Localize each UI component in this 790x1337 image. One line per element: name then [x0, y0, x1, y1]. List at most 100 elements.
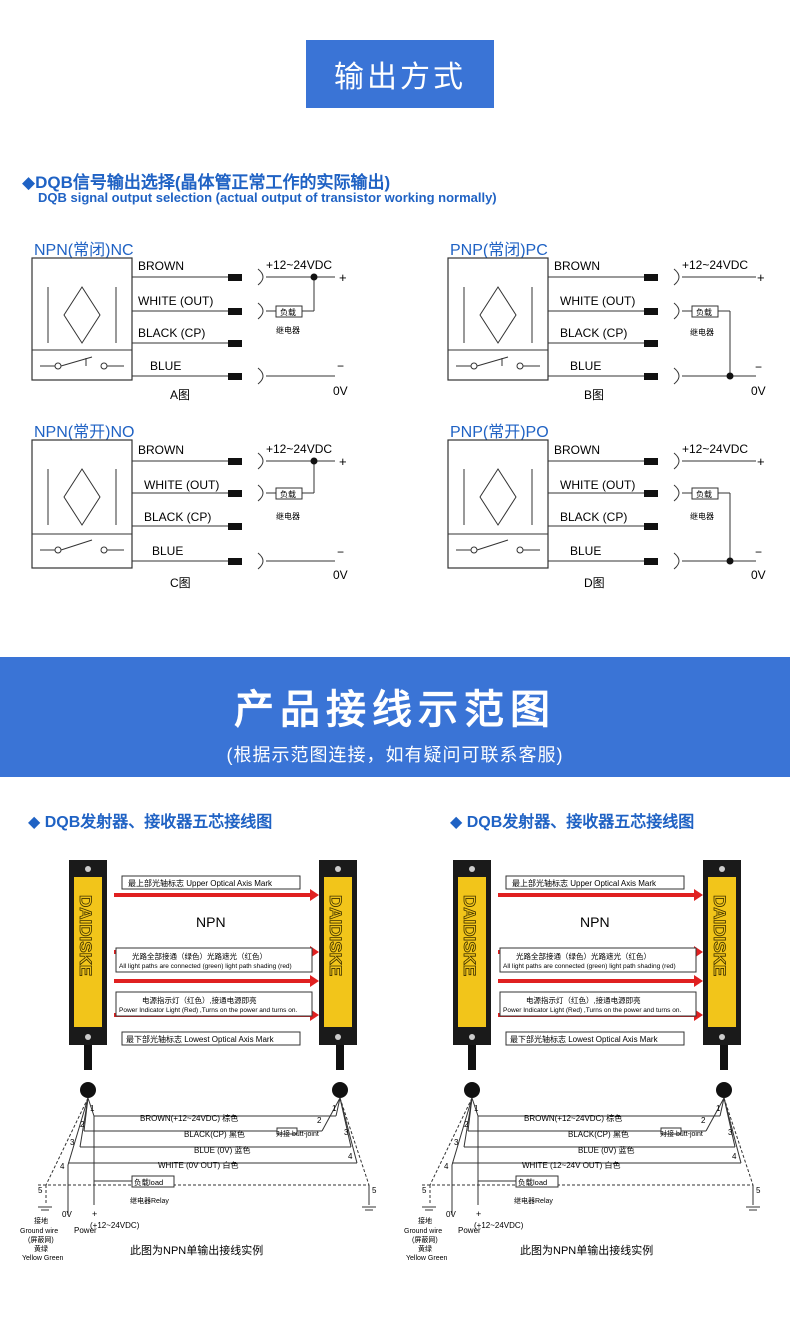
paths-en: All light paths are connected (green) li… — [119, 963, 292, 970]
plus-sign: + — [757, 270, 765, 285]
relay-label: 继电器 — [690, 327, 714, 337]
upper-mark: 最上部光轴标志 Upper Optical Axis Mark — [128, 878, 273, 888]
caption-a: A图 — [170, 388, 190, 402]
diagram-title-a: NPN(常闭)NC — [34, 242, 134, 259]
svg-text:5: 5 — [756, 1186, 761, 1195]
power-text: Power — [74, 1226, 97, 1235]
diagram-a: BROWN WHITE (OUT) BLACK (CP) BLUE 负载 继电器… — [31, 257, 348, 402]
supply-label: +12~24VDC — [682, 442, 748, 456]
minus-sign: − — [755, 360, 762, 374]
mode-label: NPN — [580, 914, 610, 930]
svg-text:4: 4 — [732, 1152, 737, 1161]
zero-volt: 0V — [333, 384, 348, 398]
zero-volt: 0V — [751, 384, 766, 398]
black-line: BLACK(CP) 黑色 — [568, 1129, 629, 1139]
svg-text:2: 2 — [317, 1116, 322, 1125]
svg-text:1: 1 — [716, 1104, 721, 1113]
label-blue: BLUE — [570, 359, 601, 373]
caption-b: B图 — [584, 388, 604, 402]
svg-text:2: 2 — [464, 1120, 469, 1129]
brown-line: BROWN(+12~24VDC) 棕色 — [140, 1113, 238, 1123]
supply-text: (+12~24VDC) — [90, 1221, 140, 1230]
wiring-heading-left: ◆ DQB发射器、接收器五芯接线图 — [28, 814, 273, 831]
white-line: WHITE (0V OUT) 白色 — [158, 1160, 238, 1170]
power-cn: 电源指示灯（红色）,接通电源即亮 — [526, 995, 641, 1005]
plus-sign: + — [757, 454, 765, 469]
blue-line: BLUE (0V) 蓝色 — [578, 1145, 634, 1155]
butt-joint: 对接 butt-joint — [660, 1129, 703, 1138]
wiring-heading-right: ◆ DQB发射器、接收器五芯接线图 — [450, 814, 695, 831]
label-blue: BLUE — [570, 544, 601, 558]
ground-en: Ground wire — [404, 1228, 442, 1235]
plus-sign: + — [339, 270, 347, 285]
svg-text:1: 1 — [332, 1104, 337, 1113]
supply-label: +12~24VDC — [266, 258, 332, 272]
label-white: WHITE (OUT) — [560, 478, 635, 492]
ground-cn: 接地 — [34, 1216, 48, 1225]
svg-text:5: 5 — [422, 1186, 427, 1195]
brown-line: BROWN(+12~24VDC) 棕色 — [524, 1113, 622, 1123]
mode-label: NPN — [196, 914, 226, 930]
supply-text: (+12~24VDC) — [474, 1221, 524, 1230]
label-white: WHITE (OUT) — [144, 478, 219, 492]
supply-label: +12~24VDC — [682, 258, 748, 272]
yellow-en: Yellow Green — [22, 1255, 63, 1262]
yellow-cn: 黄绿 — [34, 1244, 48, 1253]
label-brown: BROWN — [554, 259, 600, 273]
relay-label: 继电器 — [276, 325, 300, 335]
lower-mark: 最下部光轴标志 Lowest Optical Axis Mark — [510, 1034, 659, 1044]
ground-en: Ground wire — [20, 1228, 58, 1235]
load-label: 负载 — [696, 489, 712, 499]
lower-mark: 最下部光轴标志 Lowest Optical Axis Mark — [126, 1034, 275, 1044]
label-white: WHITE (OUT) — [560, 294, 635, 308]
brand-left: DAIDISKE — [460, 895, 479, 976]
relay-label: 继电器 — [276, 511, 300, 521]
diagram-title-c: NPN(常开)NO — [34, 424, 135, 441]
svg-text:4: 4 — [348, 1152, 353, 1161]
load-label: 负载 — [696, 307, 712, 317]
relay-text: 继电器Relay — [130, 1196, 169, 1205]
diagram-title-d: PNP(常开)PO — [450, 424, 549, 441]
label-brown: BROWN — [138, 259, 184, 273]
svg-text:1: 1 — [474, 1104, 479, 1113]
minus-sign: − — [337, 545, 344, 559]
diagram-title-b: PNP(常闭)PC — [450, 242, 548, 259]
zero-volt: 0V — [333, 568, 348, 582]
zero-v-label: 0V — [62, 1210, 72, 1219]
shield-text: (屏蔽网) — [28, 1235, 54, 1244]
white-line: WHITE (12~24V OUT) 白色 — [522, 1160, 620, 1170]
example-caption: 此图为NPN单输出接线实例 — [130, 1243, 263, 1257]
paths-cn: 光路全部接通（绿色）光路遮光（红色） — [132, 951, 267, 961]
label-black: BLACK (CP) — [138, 326, 205, 340]
svg-text:3: 3 — [70, 1138, 75, 1147]
svg-text:3: 3 — [454, 1138, 459, 1147]
svg-text:3: 3 — [344, 1128, 349, 1137]
caption-d: D图 — [584, 576, 605, 590]
upper-mark: 最上部光轴标志 Upper Optical Axis Mark — [512, 878, 657, 888]
banner-subtitle: (根据示范图连接，如有疑问可联系客服) — [226, 745, 564, 765]
example-caption: 此图为NPN单输出接线实例 — [520, 1243, 653, 1257]
brand-right: DAIDISKE — [326, 895, 345, 976]
caption-c: C图 — [170, 576, 191, 590]
wiring-diagram-left: DAIDISKE DAIDISKE 最上部光轴标志 Upper Optical … — [20, 860, 377, 1262]
section-heading-cn: ◆DQB信号输出选择(晶体管正常工作的实际输出) — [22, 173, 391, 192]
paths-en: All light paths are connected (green) li… — [503, 963, 676, 970]
power-cn: 电源指示灯（红色）,接通电源即亮 — [142, 995, 257, 1005]
label-brown: BROWN — [554, 443, 600, 457]
page-title: 输出方式 — [306, 40, 494, 108]
diagram-d: BROWN WHITE (OUT) BLACK (CP) BLUE 负载 继电器… — [447, 439, 766, 590]
brand-left: DAIDISKE — [76, 895, 95, 976]
yellow-cn: 黄绿 — [418, 1244, 432, 1253]
label-black: BLACK (CP) — [560, 510, 627, 524]
shield-text: (屏蔽网) — [412, 1235, 438, 1244]
label-black: BLACK (CP) — [144, 510, 211, 524]
butt-joint: 对接 butt-joint — [276, 1129, 319, 1138]
minus-sign: − — [337, 359, 344, 373]
load-label: 负载 — [280, 489, 296, 499]
plus-sign: + — [339, 454, 347, 469]
power-en: Power Indicator Light (Red) ,Turns on th… — [119, 1007, 297, 1014]
zero-volt: 0V — [751, 568, 766, 582]
supply-label: +12~24VDC — [266, 442, 332, 456]
power-en: Power Indicator Light (Red) ,Turns on th… — [503, 1007, 681, 1014]
svg-text:4: 4 — [444, 1162, 449, 1171]
